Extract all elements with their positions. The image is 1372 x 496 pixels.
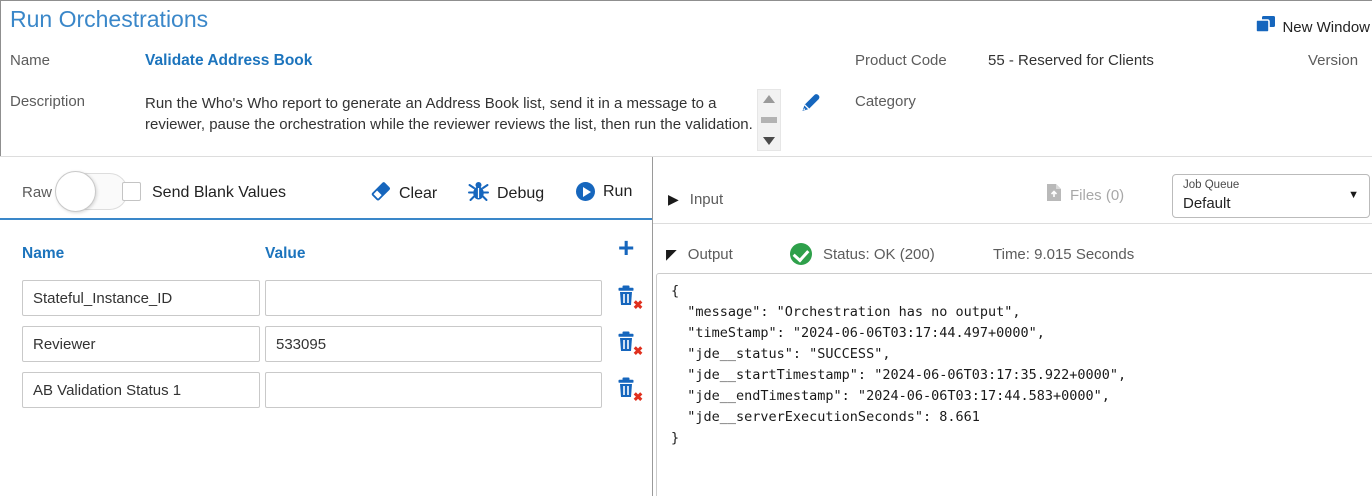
new-window-label: New Window bbox=[1282, 18, 1370, 36]
product-code-label: Product Code bbox=[855, 52, 947, 69]
add-parameter-button[interactable]: + bbox=[618, 232, 635, 263]
send-blank-values-checkbox[interactable] bbox=[122, 182, 141, 201]
bug-icon bbox=[468, 180, 489, 207]
job-queue-select[interactable]: Job Queue Default ▼ bbox=[1172, 174, 1370, 218]
new-window-icon bbox=[1255, 16, 1276, 38]
raw-toggle-label: Raw bbox=[22, 184, 53, 201]
param-value-header: Value bbox=[265, 245, 306, 262]
run-button[interactable]: Run bbox=[576, 182, 632, 201]
clear-button-label: Clear bbox=[399, 184, 438, 202]
scroll-thumb[interactable] bbox=[761, 117, 777, 123]
debug-button[interactable]: Debug bbox=[468, 180, 544, 207]
input-section-separator bbox=[653, 223, 1372, 224]
run-button-label: Run bbox=[603, 182, 633, 200]
pencil-icon bbox=[798, 94, 822, 118]
eraser-icon bbox=[370, 181, 391, 206]
delete-parameter-button[interactable]: ✖ bbox=[616, 331, 643, 358]
output-status-text: Status: OK (200) bbox=[823, 246, 935, 263]
delete-x-icon: ✖ bbox=[632, 298, 643, 312]
raw-toggle-knob[interactable] bbox=[55, 171, 96, 212]
param-value-input[interactable] bbox=[265, 280, 602, 316]
output-section-title: Output bbox=[687, 246, 733, 263]
files-button-label: Files (0) bbox=[1070, 186, 1125, 204]
trash-icon bbox=[616, 377, 636, 403]
input-section-header[interactable]: ▶ Input bbox=[668, 191, 723, 208]
description-scrollbar[interactable] bbox=[757, 89, 781, 151]
output-json-panel: { "message": "Orchestration has no outpu… bbox=[656, 273, 1372, 496]
trash-icon bbox=[616, 285, 636, 311]
job-queue-label: Job Queue bbox=[1183, 179, 1240, 191]
param-name-header: Name bbox=[22, 245, 65, 262]
version-label: Version bbox=[1308, 52, 1359, 69]
header-separator bbox=[0, 156, 1372, 157]
page-left-border bbox=[0, 1, 1, 156]
panel-divider bbox=[652, 157, 653, 496]
name-label: Name bbox=[10, 52, 51, 69]
files-button[interactable]: Files (0) bbox=[1046, 183, 1124, 207]
output-json-text: { "message": "Orchestration has no outpu… bbox=[671, 283, 1127, 446]
raw-toggle[interactable] bbox=[55, 171, 128, 212]
param-value-input[interactable] bbox=[265, 326, 602, 362]
file-upload-icon bbox=[1046, 183, 1062, 207]
trash-icon bbox=[616, 331, 636, 357]
success-check-icon bbox=[790, 243, 812, 265]
delete-x-icon: ✖ bbox=[632, 390, 643, 404]
output-time-text: Time: 9.015 Seconds bbox=[993, 246, 1135, 263]
new-window-button[interactable]: New Window bbox=[1255, 16, 1370, 38]
collapse-triangle-icon: ▶ bbox=[668, 191, 679, 207]
description-text[interactable]: Run the Who's Who report to generate an … bbox=[145, 95, 753, 133]
edit-description-button[interactable] bbox=[798, 90, 822, 119]
delete-parameter-button[interactable]: ✖ bbox=[616, 377, 643, 404]
param-name-input[interactable] bbox=[22, 326, 260, 362]
input-section-title: Input bbox=[689, 191, 724, 208]
send-blank-values-label: Send Blank Values bbox=[152, 184, 287, 201]
output-section-header[interactable]: ◤ Output bbox=[666, 246, 733, 263]
clear-button[interactable]: Clear bbox=[370, 181, 437, 206]
description-label: Description bbox=[10, 93, 86, 110]
page-title: Run Orchestrations bbox=[10, 6, 209, 32]
product-code-value: 55 - Reserved for Clients bbox=[988, 52, 1154, 69]
scroll-up-icon[interactable] bbox=[763, 95, 775, 103]
run-icon bbox=[576, 182, 595, 201]
param-value-input[interactable] bbox=[265, 372, 602, 408]
chevron-down-icon: ▼ bbox=[1348, 189, 1359, 201]
expand-triangle-icon: ◤ bbox=[666, 246, 677, 262]
debug-button-label: Debug bbox=[497, 184, 545, 202]
param-name-input[interactable] bbox=[22, 280, 260, 316]
param-name-input[interactable] bbox=[22, 372, 260, 408]
orchestration-name-link[interactable]: Validate Address Book bbox=[145, 52, 313, 69]
delete-parameter-button[interactable]: ✖ bbox=[616, 285, 643, 312]
scroll-down-icon[interactable] bbox=[763, 137, 775, 145]
toolbar-underline bbox=[0, 218, 652, 220]
job-queue-value: Default bbox=[1183, 195, 1231, 212]
delete-x-icon: ✖ bbox=[632, 344, 643, 358]
category-label: Category bbox=[855, 93, 916, 110]
